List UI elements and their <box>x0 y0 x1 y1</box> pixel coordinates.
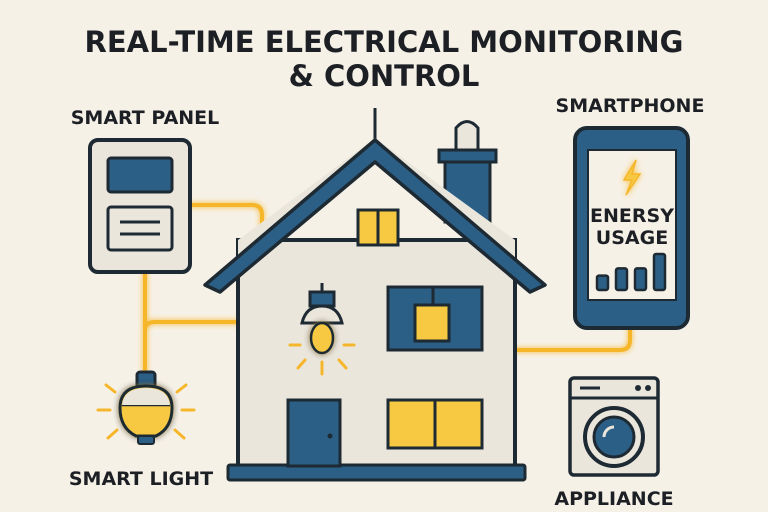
roof <box>203 138 547 294</box>
smart-panel-device[interactable] <box>88 138 192 274</box>
smart-light-bulb-icon[interactable] <box>96 370 196 445</box>
energy-usage-bar-chart <box>595 252 667 292</box>
house-wall <box>236 238 517 470</box>
wire-branch-house <box>143 320 242 332</box>
door[interactable] <box>286 398 342 468</box>
upper-window <box>386 285 484 352</box>
usage-bar <box>614 267 629 292</box>
phone-screen-line-1: ENERSY <box>590 205 674 227</box>
phone-screen-line-2: USAGE <box>596 227 668 249</box>
wire-panel-house <box>188 203 264 232</box>
usage-bar <box>633 267 648 292</box>
wires <box>143 203 632 374</box>
smart-light-label: SMART LIGHT <box>69 468 213 490</box>
title-line-2: & CONTROL <box>289 59 480 93</box>
ceiling-lamp-icon[interactable] <box>288 283 356 376</box>
house <box>203 108 547 482</box>
wire-house-phone <box>513 326 632 352</box>
lightning-icon <box>622 159 642 196</box>
smart-panel-label: SMART PANEL <box>71 107 220 129</box>
usage-bar <box>652 252 667 292</box>
usage-bar <box>595 274 610 292</box>
lower-window <box>386 398 484 450</box>
attic-window <box>356 208 400 247</box>
appliance-label: APPLIANCE <box>554 488 673 510</box>
smartphone-label: SMARTPHONE <box>556 95 705 117</box>
title-line-1: REAL-TIME ELECTRICAL MONITORING <box>85 25 684 59</box>
foundation <box>226 463 527 482</box>
washing-machine-icon[interactable] <box>568 376 660 477</box>
smartphone-device[interactable]: ENERSY USAGE <box>573 126 690 330</box>
